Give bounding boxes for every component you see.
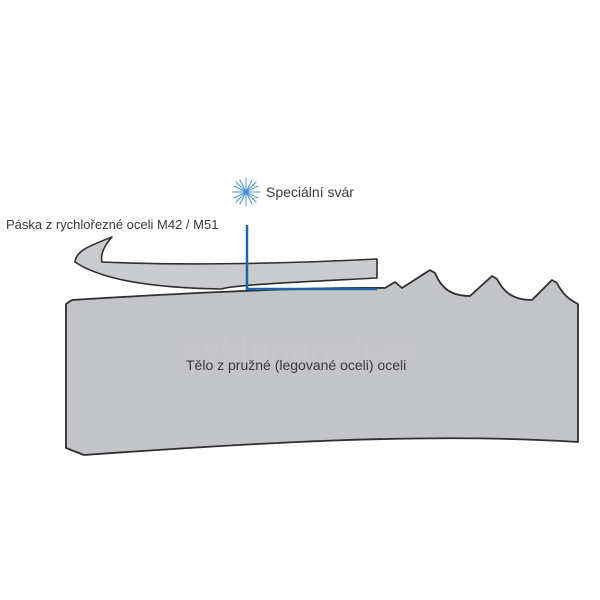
body-label: Tělo z pružné (legované oceli) oceli bbox=[186, 357, 406, 373]
weld-label: Speciální svár bbox=[266, 184, 354, 200]
weld-spark-icon bbox=[231, 177, 261, 207]
strip-label: Páska z rychlořezné oceli M42 / M51 bbox=[6, 217, 218, 232]
weld-line bbox=[245, 225, 377, 291]
hss-strip-shape bbox=[74, 236, 378, 290]
watermark-text: cyklonaradi.cz bbox=[183, 331, 417, 369]
